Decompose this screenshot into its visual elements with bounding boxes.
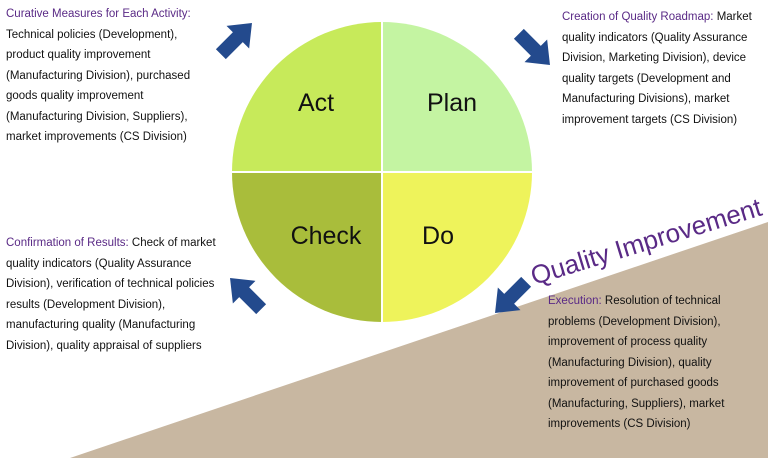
label-plan: Plan bbox=[427, 89, 477, 117]
arrow-do-to-check bbox=[495, 276, 532, 313]
quadrant-check bbox=[232, 172, 382, 322]
act-heading: Curative Measures for Each Activity: bbox=[6, 8, 191, 20]
check-body: Check of market quality indicators (Qual… bbox=[6, 237, 216, 352]
act-body: Technical policies (Development), produc… bbox=[6, 28, 191, 144]
do-description: Execution: Resolution of technical probl… bbox=[548, 291, 764, 435]
label-do: Do bbox=[422, 222, 454, 250]
do-body: Resolution of technical problems (Develo… bbox=[548, 295, 725, 430]
quadrant-do bbox=[382, 172, 532, 322]
arrow-check-to-act bbox=[230, 278, 267, 315]
label-check: Check bbox=[291, 222, 362, 250]
plan-heading: Creation of Quality Roadmap: bbox=[562, 11, 714, 23]
plan-description: Creation of Quality Roadmap: Market qual… bbox=[562, 7, 764, 130]
label-act: Act bbox=[298, 89, 334, 117]
do-heading: Execution: bbox=[548, 295, 602, 307]
check-description: Confirmation of Results: Check of market… bbox=[6, 233, 216, 356]
check-heading: Confirmation of Results: bbox=[6, 237, 129, 249]
quadrant-plan bbox=[382, 22, 532, 172]
act-description: Curative Measures for Each Activity: Tec… bbox=[6, 4, 216, 148]
quality-improvement-wedge bbox=[70, 222, 768, 458]
arrow-act-to-plan bbox=[215, 23, 252, 60]
plan-body: Market quality indicators (Quality Assur… bbox=[562, 11, 752, 126]
arrow-plan-to-do bbox=[513, 28, 550, 65]
quadrant-act bbox=[232, 22, 382, 172]
